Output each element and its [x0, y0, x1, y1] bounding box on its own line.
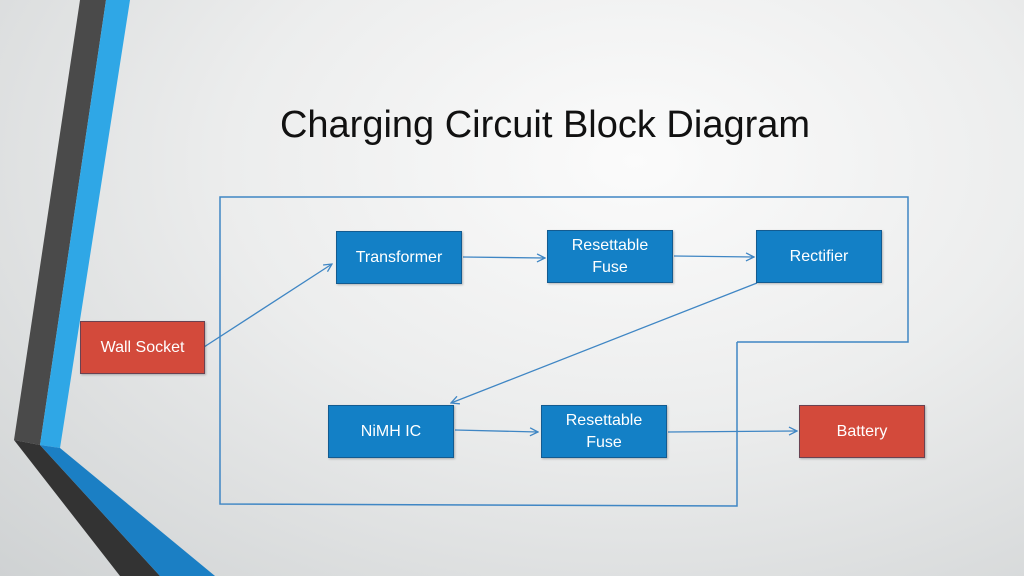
rectifier-block: Rectifier: [756, 230, 882, 283]
outer-loop-wire: [219, 196, 909, 507]
wall-socket-block: Wall Socket: [80, 321, 205, 374]
nimh-ic-block: NiMH IC: [328, 405, 454, 458]
arrow-wallsocket-to-transformer: [203, 264, 332, 348]
resettable-fuse-top-label: Resettable Fuse: [571, 236, 649, 276]
arrow-fuse-to-rectifier: [673, 256, 754, 257]
arrow-nimh-to-fuse: [454, 430, 538, 432]
arrow-fuse-to-battery: [667, 431, 797, 432]
battery-label: Battery: [836, 422, 888, 440]
resettable-fuse-bottom-block: Resettable Fuse: [541, 405, 667, 458]
resettable-fuse-top-block: Resettable Fuse: [547, 230, 673, 283]
transformer-block: Transformer: [336, 231, 462, 284]
rectifier-label: Rectifier: [789, 247, 849, 265]
arrow-transformer-to-fuse: [462, 257, 545, 258]
page-title: Charging Circuit Block Diagram: [279, 104, 811, 146]
transformer-label: Transformer: [355, 248, 443, 266]
nimh-ic-label: NiMH IC: [360, 422, 422, 440]
arrow-rectifier-to-nimh: [451, 282, 758, 403]
battery-block: Battery: [799, 405, 925, 458]
resettable-fuse-bottom-label: Resettable Fuse: [565, 411, 643, 451]
wall-socket-label: Wall Socket: [100, 338, 185, 356]
